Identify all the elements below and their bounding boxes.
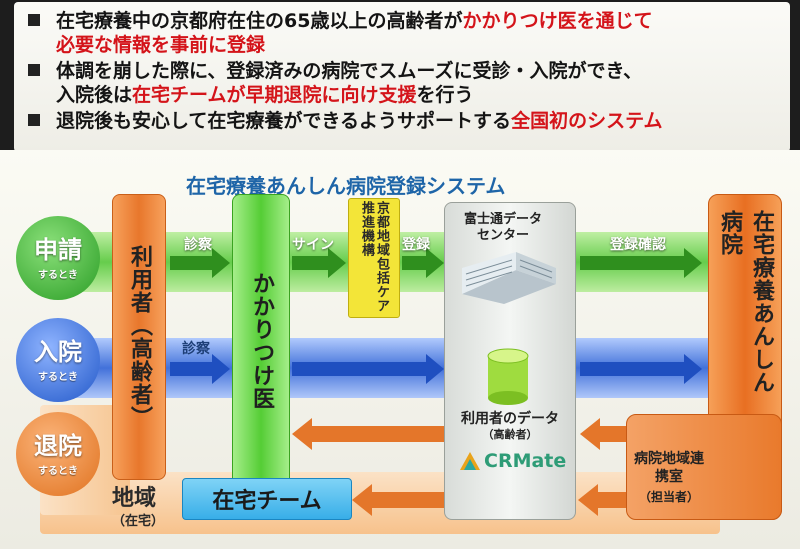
admit-lane-sub: するとき	[38, 372, 78, 383]
bullet-1-text: 在宅療養中の京都府在住の65歳以上の高齢者が	[56, 10, 463, 32]
admit-lane-circle: 入院 するとき	[16, 318, 100, 402]
return-arrow-3-head	[352, 484, 372, 516]
exam-arrow-blue-shaft	[170, 362, 214, 376]
bullet-2-text-c: を行う	[416, 84, 474, 106]
bullet-square-icon	[28, 114, 40, 126]
confirm-arrow-shaft	[580, 256, 686, 270]
hospital-admit-arrow-shaft	[580, 362, 686, 376]
apply-lane-circle: 申請 するとき	[16, 216, 100, 300]
bullet-3-text: 退院後も安心して在宅療養ができるようサポートする	[56, 110, 512, 132]
hospital-label-wrap: 在宅療養あんしん病院	[717, 210, 774, 406]
discharge-lane-sub: するとき	[38, 466, 78, 477]
return-arrow-1-head	[292, 418, 312, 450]
userdata-sub-label: （高齢者）	[482, 428, 538, 441]
return-arrow-2-shaft	[600, 426, 626, 442]
hospital-label: 在宅療養あんしん病院	[717, 210, 774, 394]
sign-label: サイン	[292, 237, 334, 253]
hospital-admit-arrow-head	[684, 354, 702, 384]
org-label: 京都地域包括ケア推進機構	[359, 201, 389, 313]
apply-lane-sub: するとき	[38, 270, 78, 281]
return-arrow-2-head	[580, 418, 600, 450]
bullet-2-text-b: 入院後は	[56, 84, 133, 106]
register-arrow-shaft	[402, 256, 428, 270]
crmate-brand: CRMate	[484, 450, 567, 472]
crmate-logo-icon	[460, 452, 480, 470]
discharge-lane-circle: 退院 するとき	[16, 412, 100, 496]
return-arrow-4-shaft	[598, 492, 626, 508]
doctor-label: かかりつけ医	[249, 272, 274, 410]
doctor-box: かかりつけ医	[232, 194, 290, 488]
bullet-1-highlight: かかりつけ医を通じて	[462, 10, 653, 32]
discharge-lane-label: 退院	[34, 432, 82, 460]
bullet-2-highlight: 在宅チームが早期退院に向け支援	[132, 84, 417, 106]
register-arrow-head	[426, 248, 444, 278]
exam-label-green: 診察	[184, 237, 212, 253]
home-team-label: 在宅チーム	[212, 489, 322, 514]
bullet-square-icon	[28, 14, 40, 26]
org-box: 京都地域包括ケア推進機構	[348, 198, 400, 318]
admit-lane-label: 入院	[34, 338, 82, 366]
return-arrow-4-head	[578, 484, 598, 516]
userdata-label: 利用者のデータ	[461, 411, 559, 427]
liaison-label: 病院地域連携室	[634, 451, 704, 485]
bullet-3-highlight: 全国初のシステム	[511, 110, 663, 132]
confirm-arrow-head	[684, 248, 702, 278]
home-team-box: 在宅チーム	[182, 478, 352, 520]
summary-panel: 在宅療養中の京都府在住の65歳以上の高齢者がかかりつけ医を通じて 必要な情報を事…	[14, 2, 790, 152]
region-label: 地域	[112, 486, 157, 511]
datacenter-label: 富士通データセンター	[463, 212, 542, 243]
sign-arrow-head	[328, 248, 346, 278]
liaison-box	[626, 414, 782, 520]
user-label: 利用者（高齢者）	[127, 245, 152, 429]
admit-arrow-shaft	[292, 362, 428, 376]
database-icon	[487, 348, 529, 405]
region-sub-label: （在宅）	[112, 514, 165, 529]
confirm-label: 登録確認	[610, 237, 666, 253]
user-box: 利用者（高齢者）	[112, 194, 166, 480]
building-icon	[462, 252, 556, 304]
admit-arrow-head	[426, 354, 444, 384]
bullet-2-text: 体調を崩した際に、登録済みの病院でスムーズに受診・入院ができ、	[56, 60, 643, 82]
liaison-sub-label: （担当者）	[638, 490, 699, 504]
exam-arrow-blue-head	[212, 354, 230, 384]
exam-arrow-green-shaft	[170, 256, 214, 270]
exam-label-blue: 診察	[182, 341, 210, 357]
system-diagram: 在宅療養あんしん病院登録システム 申請 するとき 入院 するとき 退院 するとき…	[0, 150, 800, 549]
diagram-title: 在宅療養あんしん病院登録システム	[186, 174, 506, 198]
exam-arrow-green-head	[212, 248, 230, 278]
return-arrow-1-shaft	[312, 426, 444, 442]
apply-lane-label: 申請	[34, 236, 82, 264]
bullet-1-highlight-2: 必要な情報を事前に登録	[56, 34, 266, 56]
sign-arrow-shaft	[292, 256, 330, 270]
bullet-square-icon	[28, 64, 40, 76]
return-arrow-3-shaft	[372, 492, 444, 508]
register-label: 登録	[402, 237, 430, 253]
